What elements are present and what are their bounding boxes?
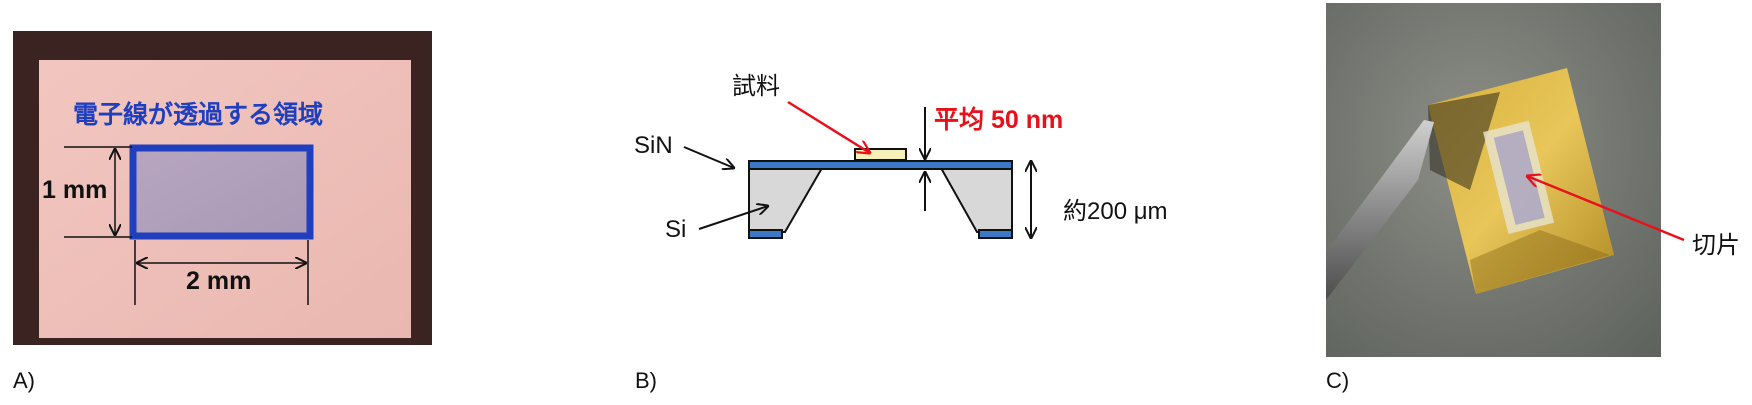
sin-pad-left	[748, 229, 783, 239]
height-label: 1 mm	[42, 176, 107, 204]
panel-b-label: B)	[635, 368, 657, 393]
si-right	[939, 167, 1013, 233]
sin-arrow	[683, 146, 734, 168]
panel-c-photo	[1326, 3, 1661, 357]
window-title: 電子線が透過する領域	[73, 100, 323, 129]
si-left	[748, 167, 824, 233]
sample-arrow	[787, 100, 870, 153]
cross-section	[748, 148, 1013, 239]
si-arrow	[698, 206, 768, 230]
si-label: Si	[665, 216, 686, 243]
width-label: 2 mm	[186, 267, 251, 295]
sin-membrane	[748, 160, 1013, 170]
sin-label: SiN	[634, 132, 673, 159]
panel-a-label: A)	[13, 368, 35, 393]
sin-pad-right	[978, 229, 1013, 239]
tweezer-needle	[1326, 120, 1434, 300]
membrane-window	[129, 144, 314, 240]
sample	[854, 148, 907, 161]
sample-label: 試料	[732, 73, 780, 100]
section-label: 切片	[1692, 232, 1740, 259]
substrate-label: 約200 μm	[1063, 198, 1168, 225]
thickness-label: 平均 50 nm	[934, 106, 1063, 134]
panel-c-label: C)	[1326, 368, 1349, 393]
section-arrow	[1527, 176, 1685, 242]
